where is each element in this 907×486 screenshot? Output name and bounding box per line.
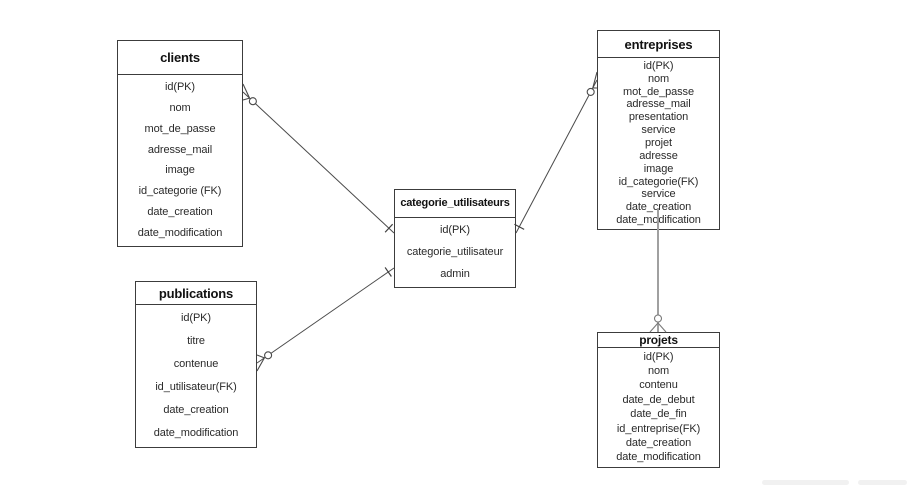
entity-title-publications: publications — [136, 282, 256, 305]
relationship-entreprises-categorie_utilisateurs — [514, 71, 598, 234]
entity-field: date_de_fin — [630, 408, 687, 421]
entity-field: id_categorie (FK) — [138, 185, 222, 198]
relationship-publications-categorie_utilisateurs — [256, 267, 395, 372]
entity-field: nom — [647, 365, 670, 378]
entity-field: titre — [187, 335, 205, 347]
entity-clients[interactable]: clients id(PK) nom mot_de_passe adresse_mail… — [117, 40, 243, 247]
entity-field: id(PK) — [643, 59, 674, 72]
entity-title-projets: projets — [598, 333, 719, 348]
entity-field: date_modification — [616, 214, 701, 227]
entity-title-categorie_utilisateurs: categorie_utilisateurs — [395, 190, 515, 218]
entity-field: service — [641, 188, 676, 201]
entity-publications[interactable]: publications id(PK) titre contenue id_utilis… — [135, 281, 257, 448]
entity-field: id_entreprise(FK) — [616, 422, 701, 435]
entity-field: nom — [647, 72, 670, 85]
entity-field: id_categorie(FK) — [618, 175, 699, 188]
entity-field: nom — [169, 101, 191, 114]
entity-field: adresse — [639, 149, 678, 162]
entity-field: date_creation — [163, 404, 229, 416]
entity-field: image — [165, 164, 195, 177]
entity-field: id(PK) — [643, 350, 674, 363]
entity-field: image — [643, 162, 674, 175]
entity-field: date_creation — [625, 436, 692, 449]
entity-field: contenue — [173, 358, 219, 370]
entity-field: projet — [645, 136, 672, 149]
horizontal-scrollbar-segment[interactable] — [762, 480, 849, 485]
entity-field: id_utilisateur(FK) — [155, 381, 237, 393]
entity-field: adresse_mail — [626, 98, 691, 111]
entity-title-entreprises: entreprises — [598, 31, 719, 58]
entity-field: mot_de_passe — [144, 122, 216, 135]
entity-field: id(PK) — [440, 224, 470, 237]
entity-field: date_modification — [137, 227, 223, 240]
entity-field: adresse_mail — [147, 143, 213, 156]
entity-field: admin — [440, 267, 470, 280]
relationship-clients-categorie_utilisateurs — [242, 83, 395, 234]
entity-field: mot_de_passe — [623, 85, 694, 98]
entity-field: contenu — [639, 379, 678, 392]
entity-field: service — [641, 124, 676, 137]
entity-field: date_modification — [616, 451, 701, 464]
entity-fields-publications: id(PK) titre contenue id_utilisateur(FK)dat… — [136, 305, 256, 447]
entity-field: id(PK) — [165, 80, 195, 93]
entity-field: date_modification — [153, 427, 239, 439]
entity-title-clients: clients — [118, 41, 242, 75]
entity-field: categorie_utilisateur — [406, 245, 504, 258]
entity-field: date_de_debut — [622, 393, 695, 406]
entity-field: presentation — [628, 111, 689, 124]
entity-field: date_creation — [147, 206, 213, 219]
entity-field: date_creation — [625, 201, 692, 214]
entity-field: id(PK) — [181, 312, 211, 324]
horizontal-scrollbar-segment[interactable] — [858, 480, 907, 485]
entity-categorie_utilisateurs[interactable]: categorie_utilisateurs id(PK) categorie_ut… — [394, 189, 516, 288]
